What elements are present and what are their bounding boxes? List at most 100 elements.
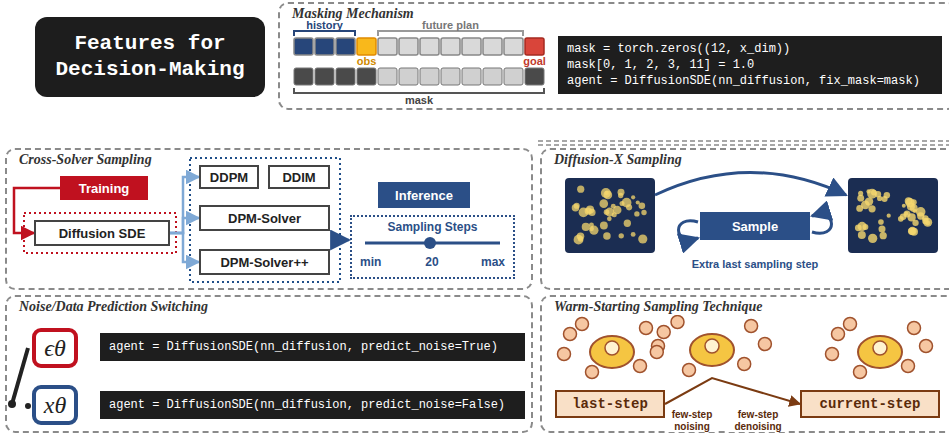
sample-point (638, 234, 647, 243)
sequence-cell (315, 38, 334, 55)
sequence-cell (462, 38, 481, 55)
node-text: DPM-Solver++ (220, 255, 308, 270)
code-line: mask[0, 1, 2, 3, 11] = 1.0 (567, 57, 754, 73)
particle (650, 346, 663, 359)
mask-cell (378, 68, 397, 85)
node-text: max (481, 255, 505, 269)
mask-cell (315, 68, 334, 85)
step-box: current-step (800, 390, 940, 418)
sample-point (868, 234, 877, 243)
solver-box: DDIM (268, 165, 330, 189)
agent-blob (590, 336, 634, 368)
particle (854, 366, 867, 379)
sequence-cell (336, 38, 355, 55)
particle (844, 318, 857, 331)
panel-title: Cross-Solver Sampling (17, 152, 154, 168)
sample-point (641, 210, 646, 215)
node-text: min (360, 255, 381, 269)
sample-point (908, 228, 915, 235)
node-text: Training (79, 181, 130, 196)
agent-blob (690, 334, 734, 366)
particle (902, 360, 915, 373)
text-label: history (294, 19, 355, 32)
node-text: Sampling Steps (352, 220, 513, 234)
drawing-part (538, 140, 949, 142)
particle (671, 316, 684, 329)
particle (564, 328, 577, 341)
sample-point (902, 204, 906, 208)
sample-point (922, 218, 928, 224)
node-text: current-step (820, 396, 921, 412)
sample-point (624, 220, 631, 227)
drawing-part (424, 237, 436, 249)
sample-point (631, 232, 636, 237)
mask-cell (504, 68, 523, 85)
sample-point (622, 198, 632, 208)
text-label: goal (520, 55, 549, 68)
solver-box: DDPM (199, 165, 259, 189)
text-label: obs (351, 55, 382, 68)
agent-blob (858, 336, 902, 368)
sample-point (607, 216, 612, 221)
agent-core (605, 341, 619, 355)
drawing-part (679, 221, 699, 240)
text-label: few-step denoising (728, 409, 788, 432)
inference-box: Inference (378, 182, 470, 208)
sequence-cell (399, 38, 418, 55)
code-line: agent = DiffusionSDE(nn_diffusion, predi… (109, 339, 498, 355)
text-label: Extra last sampling step (668, 258, 842, 271)
connector (170, 218, 199, 233)
drawing-part (341, 239, 349, 242)
mask-cell (357, 68, 376, 85)
step-box: last-step (555, 390, 665, 418)
agent-core (705, 339, 719, 353)
code-box: agent = DiffusionSDE(nn_diffusion, predi… (100, 391, 525, 419)
sample-point (884, 192, 890, 198)
sample-point (603, 232, 611, 240)
sample-point (572, 204, 580, 212)
particle (738, 358, 751, 371)
training-box: Training (60, 176, 148, 200)
sample-point (880, 232, 887, 239)
sample-point (582, 223, 590, 231)
mask-cell (483, 68, 502, 85)
text-label: future plan (378, 19, 523, 32)
node-text: Inference (395, 188, 453, 203)
mask-cell (441, 68, 460, 85)
sample-point (858, 231, 866, 239)
drawing-part (294, 88, 544, 93)
sample-point (878, 219, 884, 225)
drawing-part (848, 178, 938, 253)
sample-point (604, 209, 610, 215)
sample-point (904, 212, 908, 216)
sample-point (858, 222, 867, 231)
code-line: agent = DiffusionSDE(nn_diffusion, fix_m… (567, 73, 920, 89)
sample-point (903, 211, 910, 218)
connector (170, 233, 199, 262)
particle (908, 322, 921, 335)
sample-point (867, 189, 877, 199)
agent-core (873, 341, 887, 355)
drawing-part (378, 31, 523, 36)
drawing-part (294, 38, 544, 85)
sample-point (866, 189, 870, 193)
data-symbol: xθ (32, 385, 78, 425)
mask-cell (336, 68, 355, 85)
sample-point (879, 226, 886, 233)
sample-point (574, 235, 584, 245)
text-label: mask (294, 94, 544, 107)
sample-point (908, 227, 916, 235)
feature-panel: Noise/Data Prediction Switchingϵθagent =… (5, 295, 533, 433)
sample-point (898, 216, 904, 222)
connector (170, 177, 199, 233)
sequence-cell (294, 38, 313, 55)
mask-cell (399, 68, 418, 85)
sample-point (589, 226, 598, 235)
solver-box: DPM-Solver++ (199, 249, 330, 275)
sample-point (619, 233, 624, 238)
solver-box: DPM-Solver (199, 205, 330, 231)
drawing-part (294, 31, 355, 36)
particle (586, 366, 599, 379)
particle (758, 338, 771, 351)
